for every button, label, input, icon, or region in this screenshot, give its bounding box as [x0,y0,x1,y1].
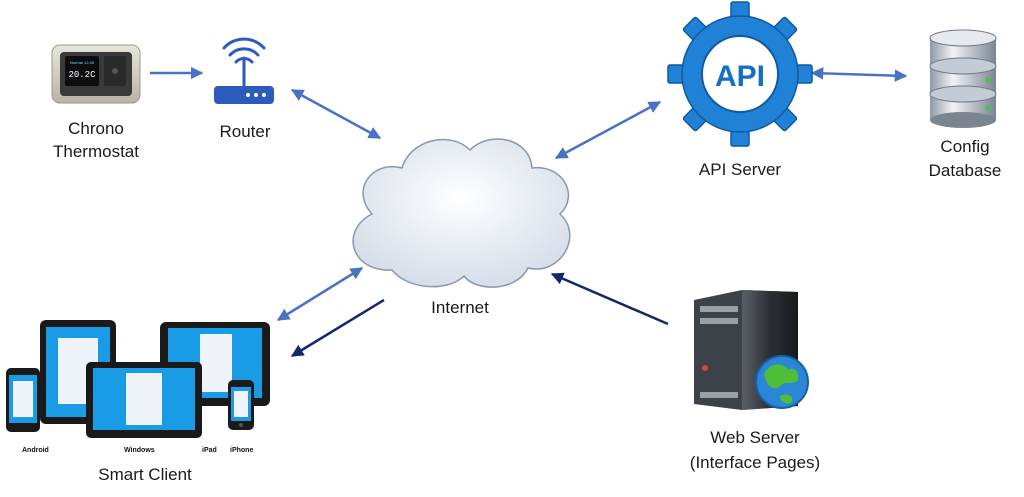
api-badge-text: API [715,60,765,93]
smart-client-devices [6,320,270,438]
cloud-icon [352,138,571,288]
arrow-internet-to-client [290,298,385,358]
config-database-label-line1: Config [940,137,990,156]
api-server-label: API Server [698,160,782,179]
thermostat-display-main: 20.2C [68,70,96,80]
router-icon [214,37,274,104]
device-label-ipad: iPad [202,447,217,454]
api-gear-icon: API [667,1,813,147]
thermostat-label-line2: Thermostat [53,142,139,161]
thermostat-icon: Normal 12:45 20.2C [51,44,141,104]
router-label: Router [219,122,271,141]
arrow-internet-client [276,266,364,322]
arrow-internet-api [554,100,662,160]
arrow-webserver-internet [550,272,669,326]
web-server-label-line2: (Interface Pages) [689,453,821,472]
web-server-icon [694,290,809,410]
thermostat-display-top: Normal 12:45 [70,60,95,65]
device-label-windows: Windows [124,447,155,454]
database-icon [929,29,997,128]
arrow-api-database [810,67,908,82]
device-label-android: Android [22,447,49,454]
config-database-label-line2: Database [928,161,1002,180]
device-label-iphone: iPhone [230,447,254,454]
web-server-label-line1: Web Server [710,428,800,447]
smart-client-label: Smart Client [98,465,192,484]
arrow-router-internet [290,88,382,140]
internet-label: Internet [431,298,489,317]
thermostat-label-line1: Chrono [68,119,124,138]
